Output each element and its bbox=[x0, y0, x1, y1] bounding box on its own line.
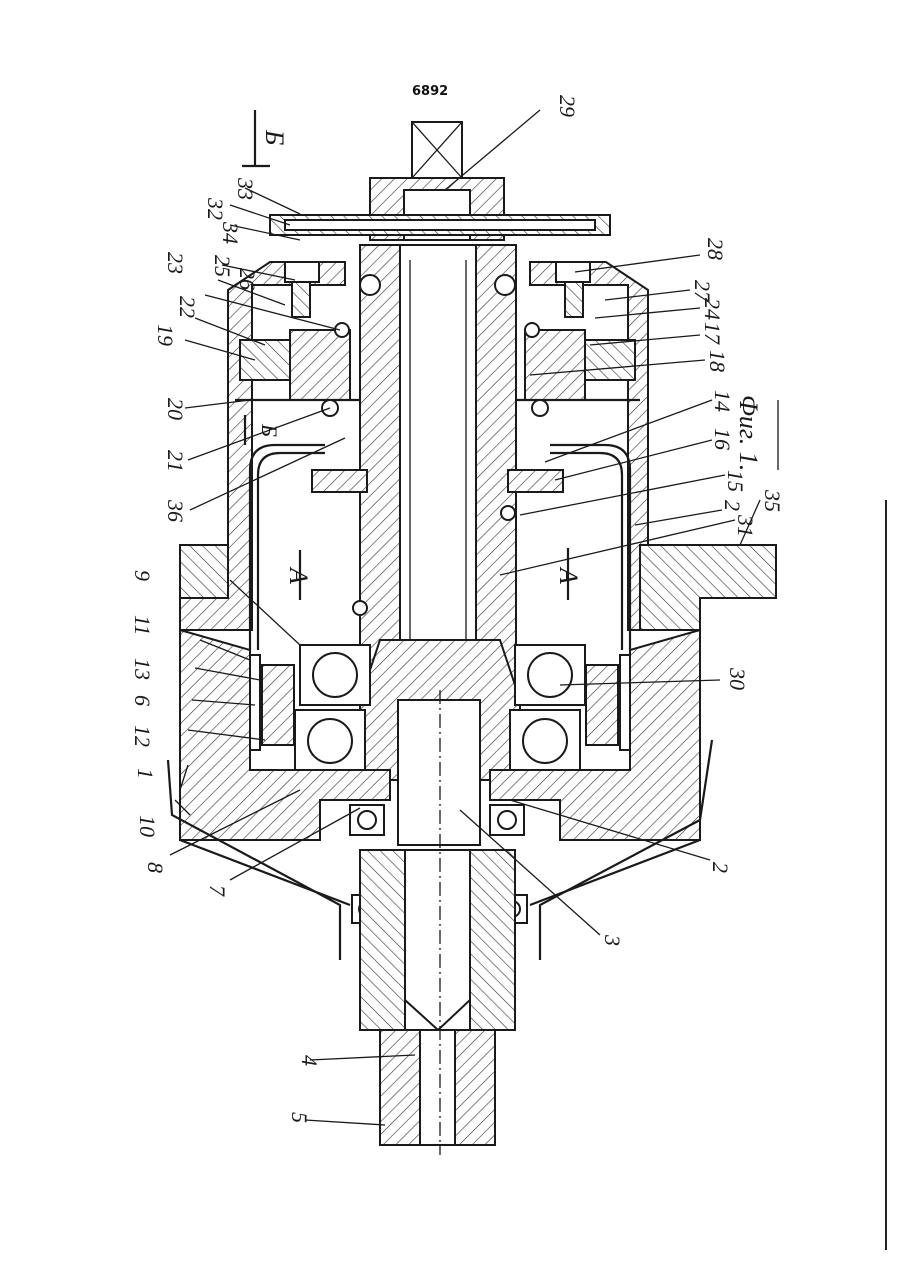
section-mark-b-top: Б bbox=[260, 129, 289, 145]
callout-29: 29 bbox=[555, 95, 580, 117]
output-sleeve-right bbox=[470, 850, 515, 1030]
callout-3: 3 bbox=[600, 934, 625, 946]
callout-34: 34 bbox=[218, 221, 243, 244]
callout-22: 22 bbox=[175, 296, 200, 318]
callout-17: 17 bbox=[700, 322, 725, 345]
upper-bearing-ball-left bbox=[360, 275, 380, 295]
callout-35: 35 bbox=[760, 489, 785, 512]
callout-31: 31 bbox=[733, 514, 758, 537]
callout-11: 11 bbox=[130, 615, 155, 635]
callout-6: 6 bbox=[130, 695, 155, 706]
callout-26: 26 bbox=[235, 268, 260, 290]
output-sleeve-left bbox=[360, 850, 405, 1030]
output-shaft bbox=[398, 700, 480, 845]
spindle-tube-left bbox=[380, 1030, 420, 1145]
callout-2-bottom: 2 bbox=[708, 862, 733, 873]
callout-25: 25 bbox=[210, 255, 235, 277]
figure-caption: Фиг. 1. bbox=[734, 395, 763, 471]
spindle-tip bbox=[405, 850, 470, 1030]
callout-5: 5 bbox=[287, 1112, 312, 1123]
hollow-shaft-left bbox=[360, 245, 400, 685]
collar-left bbox=[312, 470, 367, 492]
section-mark-a-left: A bbox=[284, 566, 313, 584]
callout-9: 9 bbox=[130, 570, 155, 581]
callout-15: 15 bbox=[723, 470, 748, 492]
callout-23: 23 bbox=[163, 252, 188, 274]
section-mark-a-right: A bbox=[554, 566, 583, 584]
callout-21: 21 bbox=[163, 450, 188, 472]
callout-12: 12 bbox=[130, 725, 155, 747]
callout-13: 13 bbox=[130, 658, 155, 680]
callout-32: 32 bbox=[203, 197, 228, 220]
callout-2-top: 2 bbox=[720, 500, 745, 511]
sun-gear-right bbox=[525, 330, 585, 400]
spindle-tube-right bbox=[455, 1030, 495, 1145]
bolt-right bbox=[556, 262, 590, 282]
sun-gear-left bbox=[290, 330, 350, 400]
hollow-shaft-right bbox=[476, 245, 516, 685]
callout-1: 1 bbox=[133, 768, 158, 779]
callout-14: 14 bbox=[710, 390, 735, 412]
central-bore bbox=[400, 245, 476, 685]
callout-36: 36 bbox=[163, 499, 188, 522]
callout-30: 30 bbox=[725, 667, 750, 690]
callout-7: 7 bbox=[205, 885, 230, 897]
gear-ring-right bbox=[585, 340, 635, 380]
callout-18: 18 bbox=[705, 350, 730, 372]
upper-bearing-ball-right bbox=[495, 275, 515, 295]
mounting-flange-left bbox=[180, 545, 228, 598]
callout-10: 10 bbox=[135, 815, 160, 837]
callout-28: 28 bbox=[703, 238, 728, 260]
callout-4: 4 bbox=[297, 1055, 322, 1066]
callout-33: 33 bbox=[233, 177, 258, 200]
gear-ring-left bbox=[240, 340, 290, 380]
callout-16: 16 bbox=[710, 428, 735, 450]
callout-24: 24 bbox=[700, 298, 725, 320]
callout-8: 8 bbox=[143, 862, 168, 873]
callout-20: 20 bbox=[163, 398, 188, 420]
callout-19: 19 bbox=[153, 324, 178, 346]
collar-right bbox=[508, 470, 563, 492]
mounting-flange bbox=[640, 545, 776, 630]
